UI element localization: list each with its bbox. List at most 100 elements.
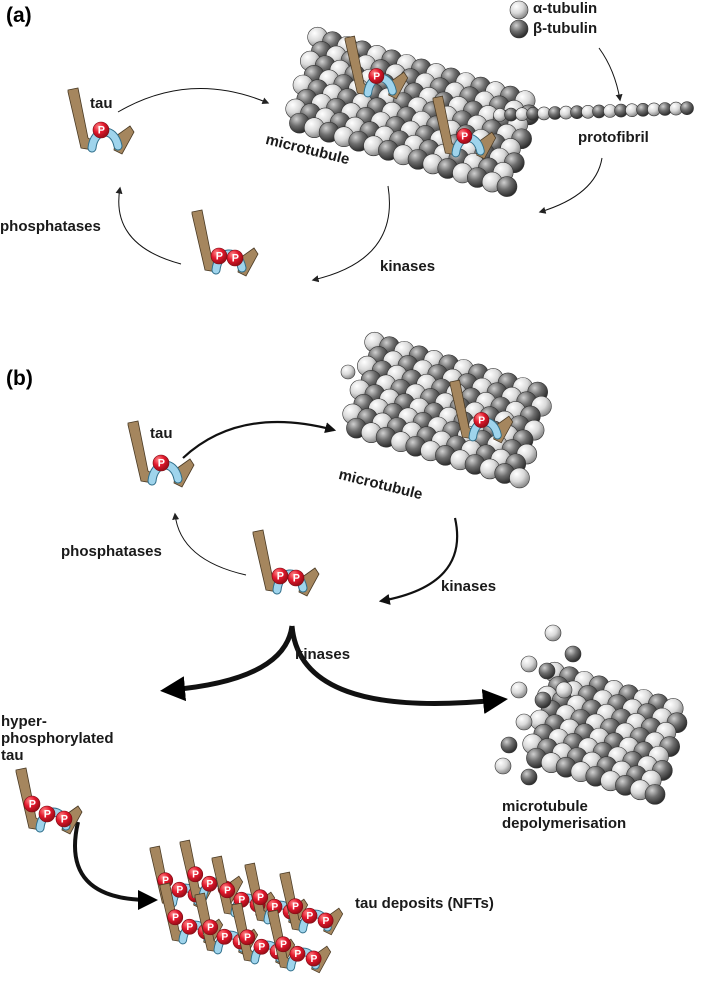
phosphate-icon: [187, 866, 204, 883]
phosphate-label: P: [221, 932, 228, 943]
alpha-tubulin-icon: [509, 467, 530, 489]
loose-alpha-tubulin-icon: [520, 655, 538, 673]
beta-tubulin-icon: [644, 784, 666, 805]
loose-beta-tubulin-icon: [500, 736, 518, 754]
loose-beta-tubulin-icon: [538, 662, 556, 680]
beta-tubulin-icon: [680, 101, 694, 115]
phosphate-label: P: [44, 809, 51, 821]
phosphate-icon: [239, 929, 256, 946]
phosphate-label: P: [478, 415, 485, 426]
arrow-phosphatases-b: [172, 512, 247, 576]
tau-protein-icon: P: [67, 87, 135, 155]
phosphate-label: P: [186, 922, 193, 933]
label-kinases-b-1: kinases: [441, 578, 497, 595]
phosphate-label: P: [192, 870, 199, 881]
microtubules-layer: [285, 0, 694, 805]
arrow-to-depolymerisation: [289, 625, 508, 714]
arrow-to-tau-deposits: [73, 821, 158, 910]
phosphate-icon: [23, 795, 41, 813]
label-depolymerisation-2: depolymerisation: [502, 815, 627, 832]
label-protofibril: protofibril: [578, 129, 649, 146]
loose-beta-tubulin-icon: [534, 691, 552, 709]
phosphate-icon: [171, 881, 188, 898]
label-phosphatases-a: phosphatases: [0, 218, 101, 235]
alpha-tubulin-icon: [340, 364, 356, 380]
phosphate-label: P: [310, 954, 317, 965]
phosphate-label: P: [293, 573, 300, 585]
phosphate-label: P: [257, 893, 264, 904]
label-tau-a: tau: [90, 95, 113, 112]
phosphate-label: P: [29, 799, 36, 811]
loose-alpha-tubulin-icon: [494, 757, 512, 775]
tau-protein-icon: PPP: [211, 855, 276, 920]
tau-protein-icon: P: [344, 35, 409, 100]
loose-beta-tubulin-icon: [564, 645, 582, 663]
label-tau-deposits: tau deposits (NFTs): [355, 895, 494, 912]
phosphate-icon: [201, 875, 218, 892]
phosphate-icon: [473, 412, 490, 428]
phosphate-label: P: [232, 253, 239, 265]
phosphate-icon: [202, 919, 219, 936]
phosphate-icon: [287, 569, 305, 587]
phosphate-label: P: [461, 131, 468, 142]
label-tau-b: tau: [150, 425, 173, 442]
phosphate-label: P: [206, 879, 213, 890]
phosphate-icon: [38, 805, 56, 823]
tau-protein-icon: P P P: [267, 909, 332, 974]
phosphate-label: P: [277, 571, 284, 583]
phosphate-label: P: [61, 814, 68, 826]
legend-alpha-tubulin: α-tubulin: [533, 0, 598, 17]
label-phosphatases-b: phosphatases: [61, 543, 162, 560]
beta-tubulin-icon: [496, 176, 518, 197]
phosphate-label: P: [322, 916, 329, 927]
phosphate-label: P: [244, 933, 251, 944]
arrow-kinases-b: [378, 517, 459, 605]
arrow-tubulin-to-protofibril: [598, 47, 623, 102]
phosphate-label: P: [238, 895, 245, 906]
arrow-protofibril-to-microtubule: [538, 157, 603, 214]
legend-alpha-ball-icon: [509, 0, 529, 20]
phosphate-label: P: [292, 902, 299, 913]
arrow-tau-to-microtubule-b: [182, 420, 337, 459]
microtubule-b: [342, 331, 552, 489]
label-hyper-3: tau: [1, 747, 24, 764]
legend-beta-tubulin: β-tubulin: [533, 20, 598, 37]
phosphate-icon: [181, 918, 198, 935]
phosphate-icon: [252, 889, 269, 906]
phosphate-label: P: [176, 885, 183, 896]
label-hyper-1: hyper-: [1, 713, 47, 730]
phosphate-label: P: [216, 251, 223, 263]
phosphate-icon: [216, 928, 233, 945]
label-depolymerisation-1: microtubule: [502, 798, 588, 815]
arrows-layer: [73, 47, 623, 910]
phosphate-label: P: [280, 940, 287, 951]
phosphate-icon: [92, 121, 110, 139]
tau-protein-icon: P: [127, 420, 195, 488]
label-kinases-b-2: kinases: [295, 646, 351, 663]
phosphate-label: P: [172, 913, 179, 924]
tau-protein-icon: P: [449, 379, 514, 444]
phosphate-icon: [289, 945, 306, 962]
panel-label-b: (b): [6, 367, 33, 390]
tau-proteins-layer: PPPPPPPPPPPPPPPPPPPPPPPPPPPPPPPPPPPPPPP: [15, 35, 514, 974]
microtubule-depolymerising: [522, 661, 688, 805]
legend-beta-ball-icon: [509, 19, 529, 39]
phosphate-icon: [456, 128, 473, 144]
arrow-phosphatases-a: [115, 186, 182, 265]
phosphate-icon: [275, 936, 292, 953]
protofibril-icon: [493, 101, 694, 122]
loose-alpha-tubulin-icon: [544, 624, 562, 642]
phosphate-label: P: [271, 902, 278, 913]
loose-beta-tubulin-icon: [520, 768, 538, 786]
phosphate-icon: [253, 938, 270, 955]
label-hyper-2: phosphorylated: [1, 730, 114, 747]
phosphate-icon: [55, 810, 73, 828]
phosphate-icon: [305, 950, 322, 967]
phosphate-icon: [152, 454, 170, 472]
phosphate-label: P: [224, 886, 231, 897]
